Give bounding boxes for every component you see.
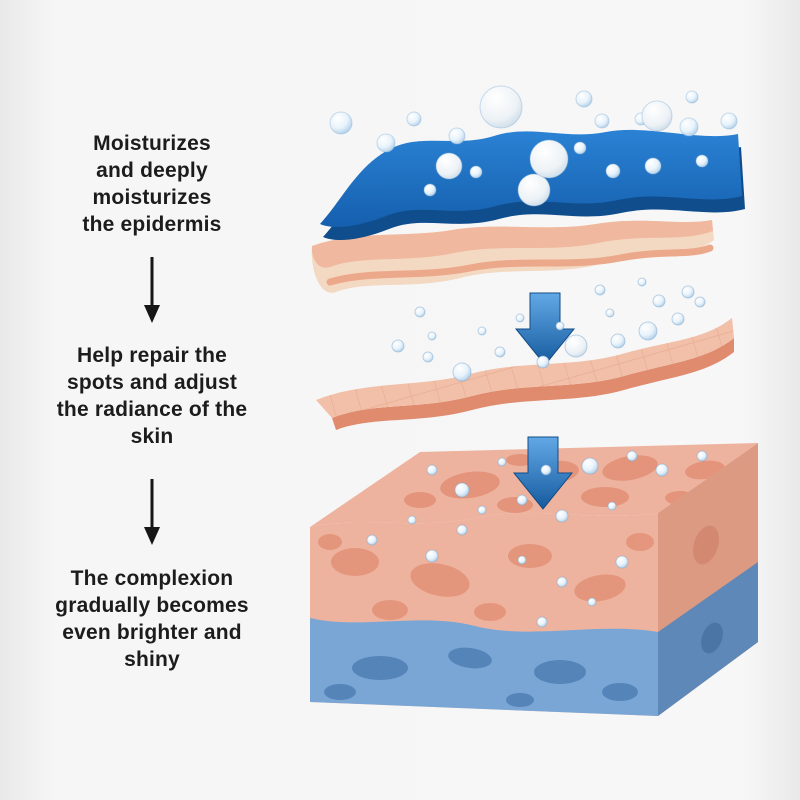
annotation-line: shiny	[124, 648, 180, 671]
moisture-droplets-dermis	[366, 450, 708, 628]
annotation-line: the epidermis	[82, 213, 222, 236]
annotation-line: spots and adjust	[66, 371, 238, 394]
annotation-step-3: The complexion gradually becomes even br…	[18, 565, 286, 673]
annotation-line: the radiance of the	[56, 398, 248, 421]
annotation-line: even brighter and	[62, 621, 242, 644]
annotation-line: Moisturizes	[93, 132, 211, 155]
down-arrow-icon	[144, 257, 160, 323]
down-arrow-icon	[144, 479, 160, 545]
moisture-droplets-middle	[391, 277, 706, 382]
annotation-line: and deeply	[96, 159, 208, 182]
annotation-line: skin	[130, 425, 174, 448]
annotation-column: Moisturizes and deeply moisturizes the e…	[18, 0, 286, 800]
annotation-line: moisturizes	[92, 186, 212, 209]
annotation-step-2: Help repair the spots and adjust the rad…	[18, 342, 286, 450]
annotation-line: The complexion	[70, 567, 234, 590]
annotation-line: Help repair the	[76, 344, 228, 367]
water-bubbles-cluster	[329, 85, 738, 207]
annotation-line: gradually becomes	[55, 594, 249, 617]
big-down-arrow-icon	[514, 292, 576, 366]
epidermis-pink-layers	[311, 220, 714, 293]
annotation-step-1: Moisturizes and deeply moisturizes the e…	[18, 130, 286, 238]
middle-skin-layer	[316, 318, 734, 430]
